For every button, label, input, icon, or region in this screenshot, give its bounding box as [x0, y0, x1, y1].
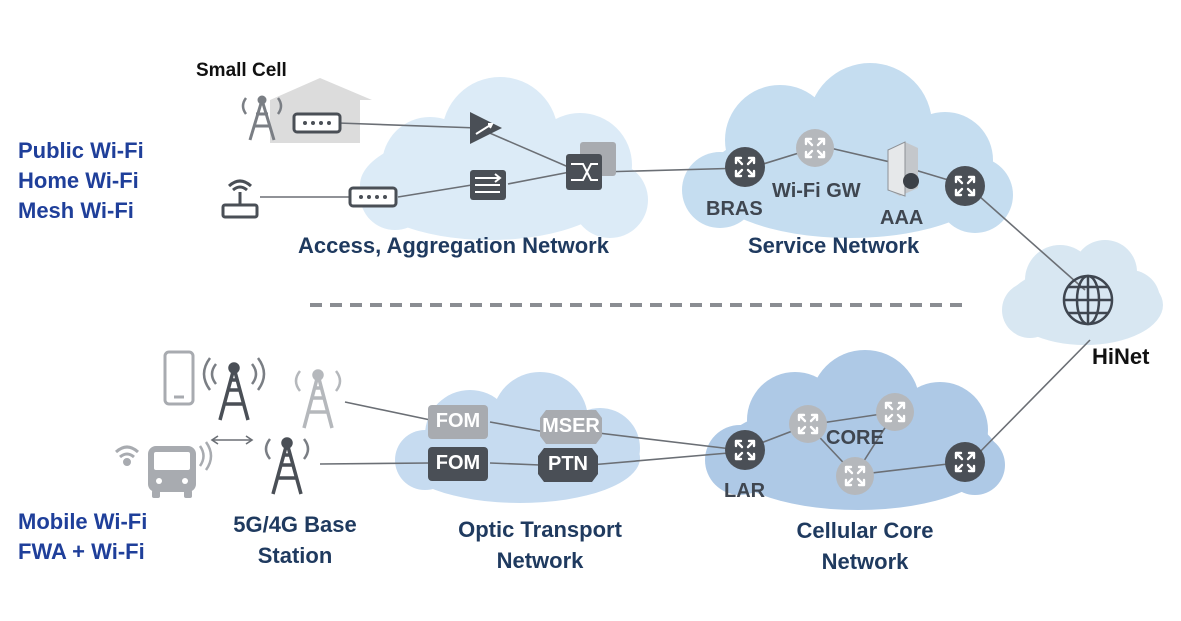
- base-station-label: 5G/4G Base Station: [210, 509, 380, 571]
- globe-icon: [1062, 274, 1114, 326]
- bras-router-icon: [725, 147, 765, 187]
- small-cell-antenna-icon: [241, 95, 283, 141]
- category-mobile-wifi: Mobile Wi-Fi: [18, 509, 148, 534]
- cellular-cloud: [705, 350, 1005, 510]
- access-switch-icon: [566, 154, 602, 190]
- service-edge-router-icon: [945, 166, 985, 206]
- wifi-router-icon: [221, 179, 259, 219]
- cellular-network-label: Cellular Core Network: [760, 515, 970, 577]
- core-router-3-icon: [836, 457, 874, 495]
- optic-network-label: Optic Transport Network: [430, 514, 650, 576]
- fom-top-box: [428, 405, 488, 439]
- core-router-1-icon: [789, 405, 827, 443]
- service-network-label: Service Network: [748, 233, 920, 258]
- cellular-edge-router-icon: [945, 442, 985, 482]
- optic-network-label-line2: Network: [496, 548, 584, 573]
- wifi-gw-router-icon: [796, 129, 834, 167]
- wifi-gw-label: Wi-Fi GW: [772, 180, 861, 202]
- core-router-2-icon: [876, 393, 914, 431]
- category-mesh-wifi: Mesh Wi-Fi: [18, 198, 134, 223]
- bus-signal-icon: [198, 441, 213, 471]
- fom-bottom-label: FOM: [435, 452, 481, 474]
- aggregation-switch-icon: [470, 170, 506, 200]
- base-station-tower-icon: [264, 437, 310, 495]
- hinet-label: HiNet: [1092, 344, 1150, 369]
- aaa-server-icon: [887, 141, 919, 197]
- ptn-box: [538, 448, 598, 482]
- optic-network-label-line1: Optic Transport: [458, 517, 622, 542]
- small-cell-modem-icon: [292, 112, 342, 134]
- lar-label: LAR: [724, 480, 766, 502]
- core-label: CORE: [826, 427, 884, 449]
- fom-top-label: FOM: [435, 410, 481, 432]
- category-home-wifi: Home Wi-Fi: [18, 168, 139, 193]
- base-station-label-line1: 5G/4G Base: [233, 512, 357, 537]
- cellular-network-label-line1: Cellular Core: [796, 518, 934, 543]
- bus-wifi-icon: [114, 445, 140, 466]
- home-modem-icon: [348, 186, 398, 208]
- fom-bottom-box: [428, 447, 488, 481]
- bus-icon: [148, 446, 196, 498]
- cell-tower-dark-icon: [202, 357, 266, 421]
- base-station-label-line2: Station: [257, 543, 333, 568]
- small-cell-label: Small Cell: [196, 60, 287, 81]
- bras-label: BRAS: [706, 198, 763, 220]
- bottom-categories: Mobile Wi-Fi FWA + Wi-Fi: [18, 507, 147, 567]
- cellular-network-label-line2: Network: [821, 549, 909, 574]
- lar-router-icon: [725, 430, 765, 470]
- double-arrow-icon: [210, 435, 254, 445]
- mser-box: [540, 410, 602, 444]
- ptn-label: PTN: [548, 453, 588, 475]
- mser-label: MSER: [542, 415, 600, 437]
- top-categories: Public Wi-Fi Home Wi-Fi Mesh Wi-Fi: [18, 136, 144, 226]
- access-network-label: Access, Aggregation Network: [298, 233, 609, 258]
- hinet-cloud: [1002, 240, 1163, 345]
- aaa-label: AAA: [880, 207, 924, 229]
- category-fwa-wifi: FWA + Wi-Fi: [18, 539, 145, 564]
- amplifier-icon: [470, 112, 502, 144]
- cell-tower-grey-icon: [294, 369, 342, 429]
- category-public-wifi: Public Wi-Fi: [18, 138, 144, 163]
- mobile-phone-icon: [163, 350, 195, 406]
